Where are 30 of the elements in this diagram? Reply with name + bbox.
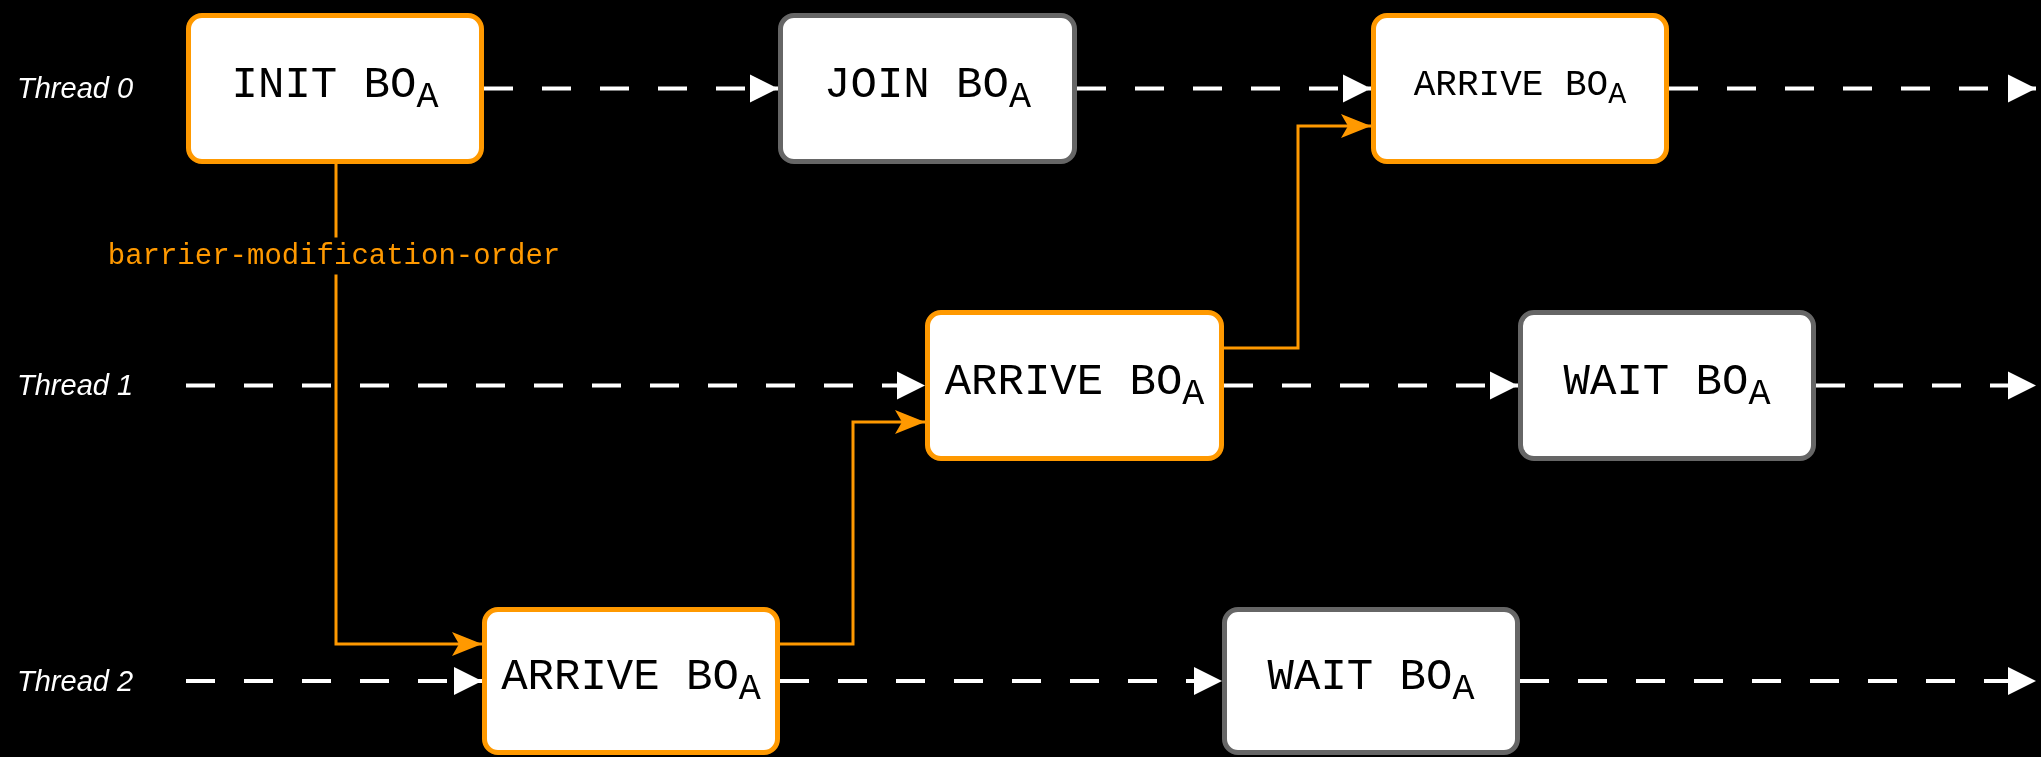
arrow xyxy=(186,371,925,400)
arrow xyxy=(334,164,482,656)
node-label: WAIT BO$_{A}$ xyxy=(1563,356,1771,415)
process-box xyxy=(1518,310,1816,461)
node-label: ARRIVE BO$_{A}$ xyxy=(944,356,1205,415)
process-box xyxy=(1371,13,1669,164)
process-box xyxy=(1222,607,1520,755)
thread-label: Thread 2 xyxy=(17,664,134,698)
thread-label: Thread 0 xyxy=(17,71,134,105)
node-label: JOIN BO$_{A}$ xyxy=(824,59,1031,118)
thread-label: Thread 1 xyxy=(17,368,134,402)
arrow xyxy=(1077,74,1371,103)
node-label: WAIT BO$_{A}$ xyxy=(1267,652,1475,710)
node-label: ARRIVE BO$_{A}$ xyxy=(501,652,761,710)
edge-label: barrier-modification-order xyxy=(107,237,561,275)
arrow xyxy=(780,667,1222,695)
arrow xyxy=(1224,371,1518,400)
process-box xyxy=(482,607,780,755)
process-box xyxy=(778,13,1077,164)
process-box xyxy=(925,310,1224,461)
node-label: ARRIVE BO$_{A}$ xyxy=(1413,64,1627,113)
arrow xyxy=(1520,667,2036,695)
node-label: INIT BO$_{A}$ xyxy=(231,59,439,118)
arrow xyxy=(1224,114,1371,350)
arrow xyxy=(484,74,778,103)
process-box xyxy=(186,13,484,164)
arrow xyxy=(186,667,482,695)
arrow xyxy=(1816,371,2036,400)
arrow xyxy=(780,410,925,646)
arrow xyxy=(1669,74,2036,103)
